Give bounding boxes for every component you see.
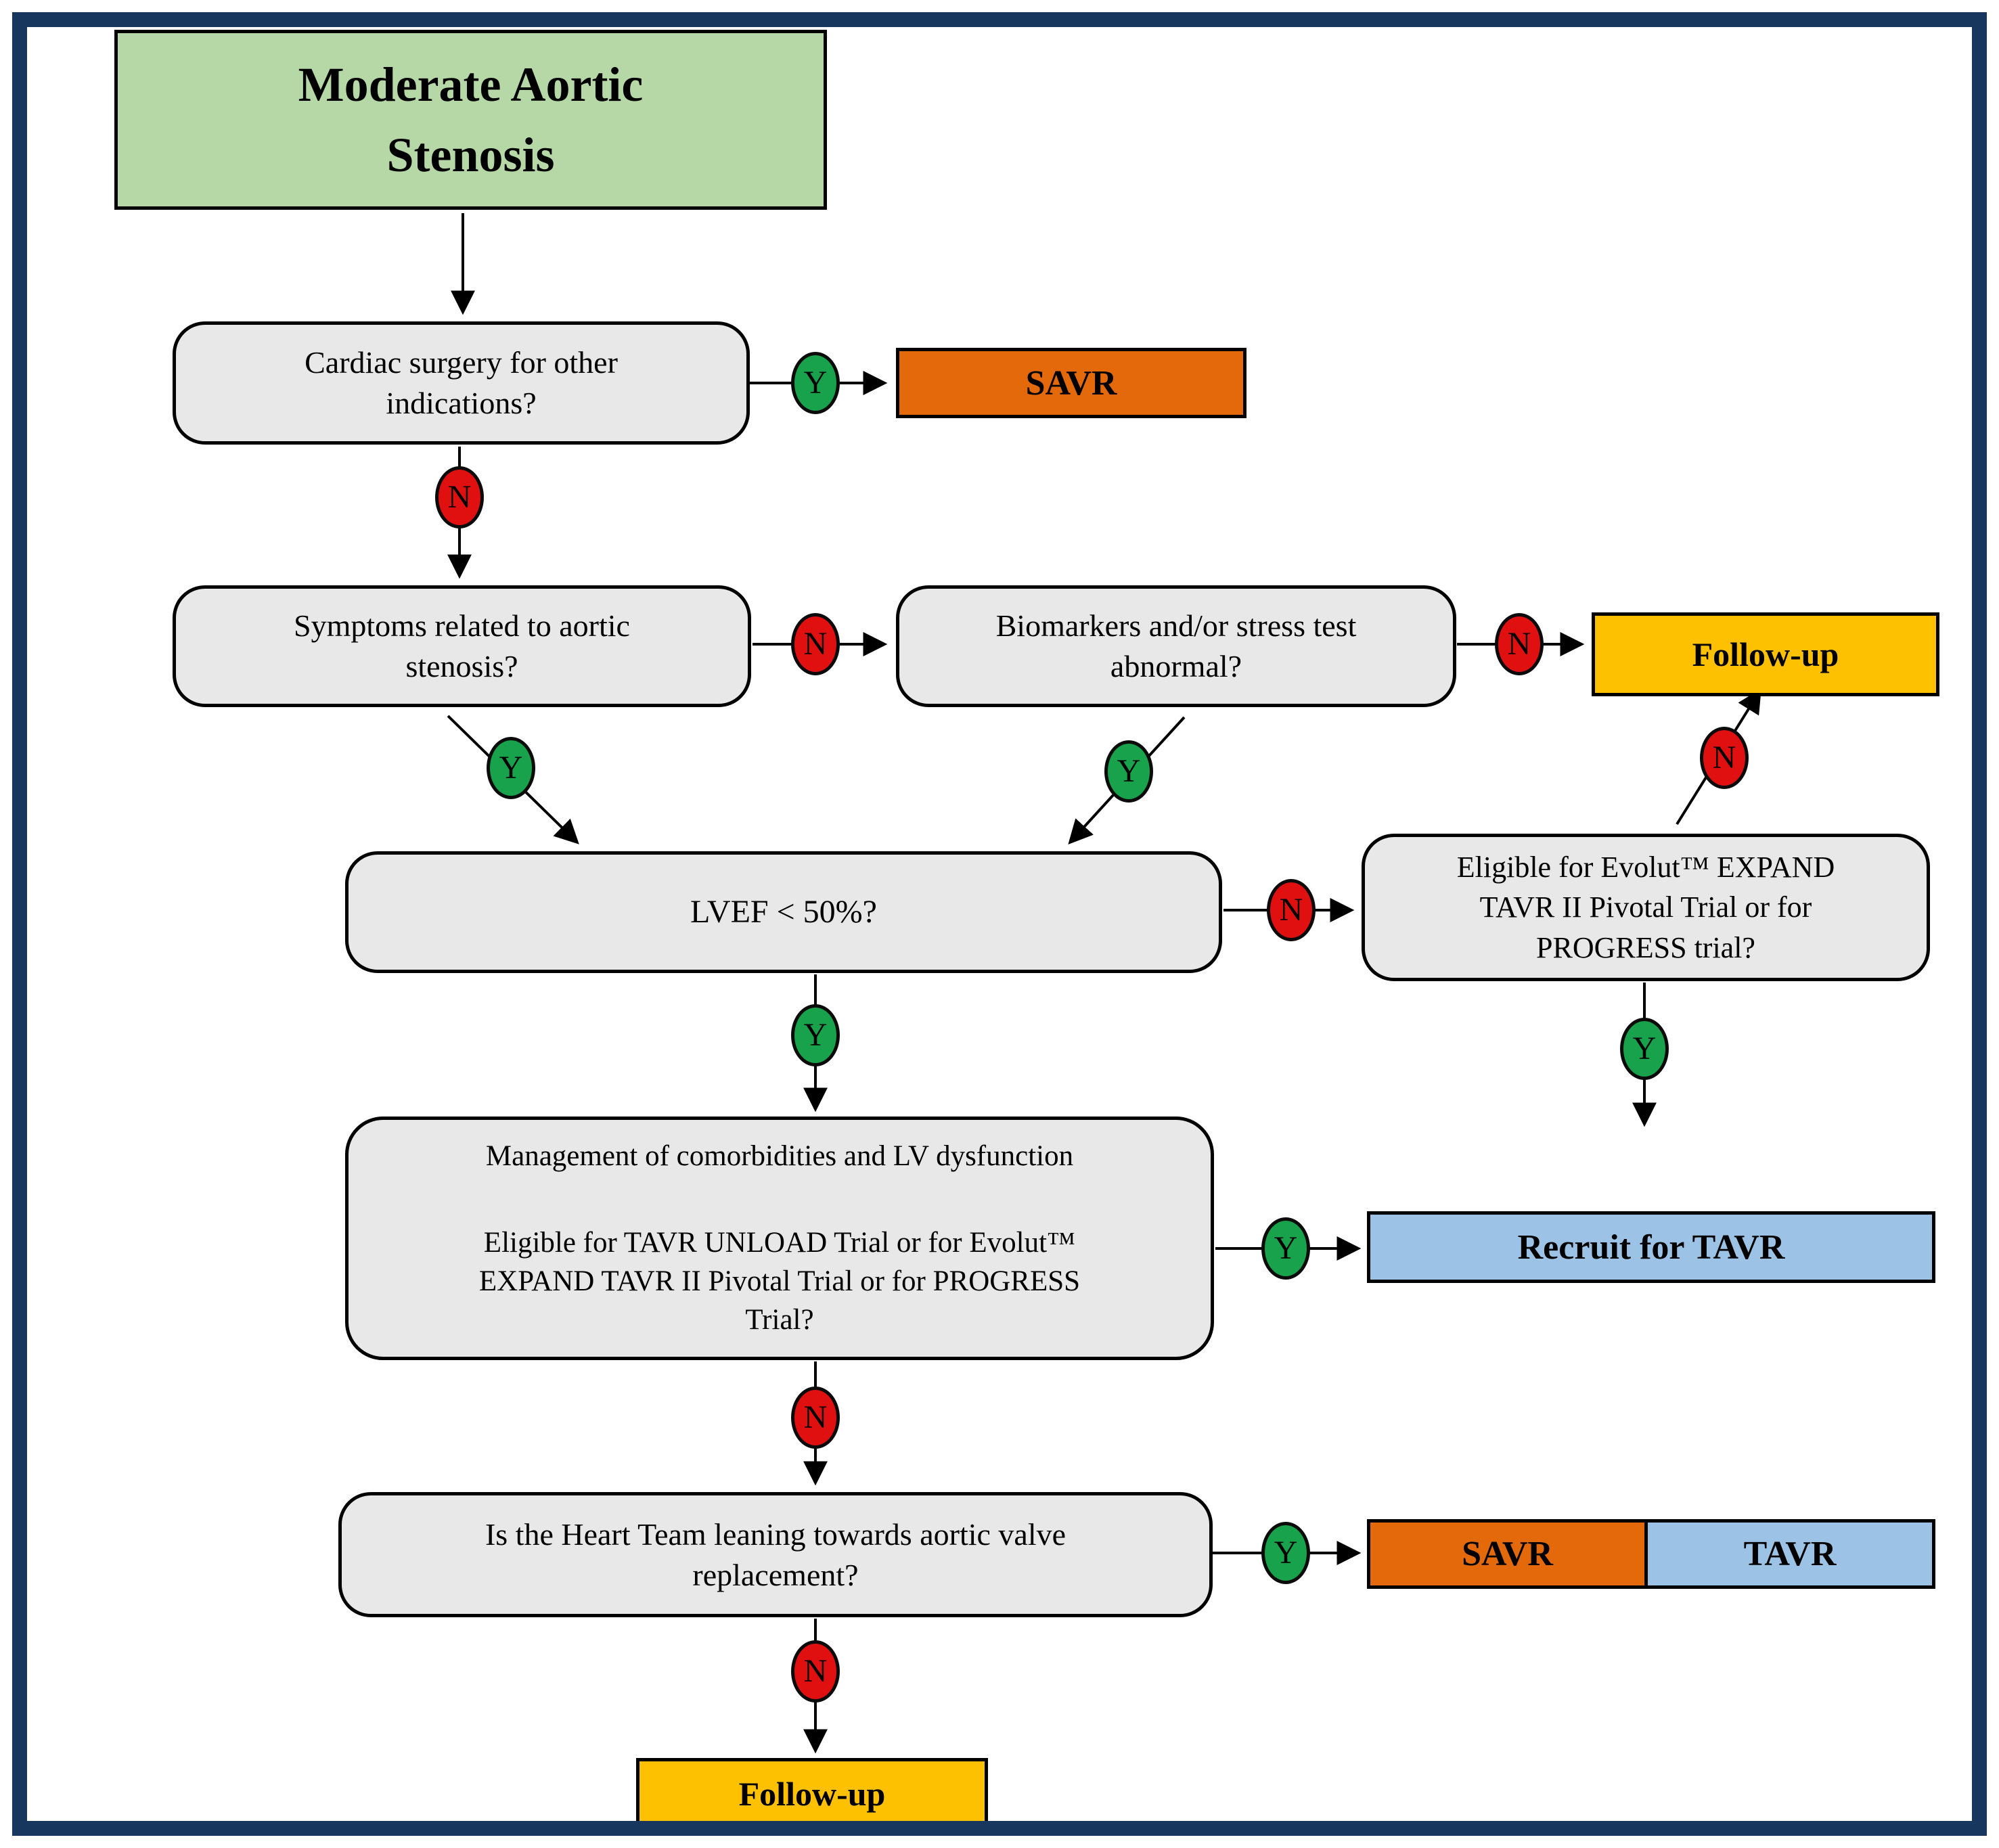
badge-label: Y [1117,753,1141,789]
badge-label: N [803,626,828,662]
question-text: Eligible for Evolut™ EXPAND [1456,850,1835,884]
badge-label: Y [1274,1230,1298,1266]
badge-label: N [1712,740,1736,775]
question-text: abnormal? [1110,649,1242,683]
question-text: Management of comorbidities and LV dysfu… [485,1140,1074,1172]
badge-label: Y [1274,1535,1298,1571]
question-text: Biomarkers and/or stress test [995,608,1357,644]
outcome-savr-top: SAVR [896,348,1246,418]
badge-label: N [803,1399,828,1435]
badge-label: Y [803,365,828,401]
badge-heart-no: N [791,1640,840,1703]
question-text: LVEF < 50%? [690,893,877,930]
badge-evolut-yes: Y [1620,1018,1669,1080]
badge-label: N [1507,626,1531,662]
outcome-followup-bottom: Follow-up [636,1758,988,1830]
title-line: Stenosis [386,128,555,182]
badge-management-yes: Y [1261,1217,1310,1280]
question-text: PROGRESS trial? [1536,930,1755,964]
question-text: Eligible for TAVR UNLOAD Trial or for Ev… [483,1227,1076,1259]
outcome-label: Follow-up [738,1775,886,1813]
question-text: stenosis? [405,649,518,683]
outcome-label: Recruit for TAVR [1517,1227,1785,1267]
badge-heart-yes: Y [1261,1522,1310,1584]
question-text: replacement? [692,1557,859,1592]
badge-lvef-yes: Y [791,1004,840,1066]
badge-biomarkers-no: N [1495,613,1544,675]
badge-biomarkers-yes: Y [1104,740,1153,803]
outcome-label: TAVR [1743,1535,1837,1573]
outcome-followup-top: Follow-up [1592,612,1939,696]
title-node: Moderate Aortic Stenosis [114,30,827,210]
question-text: Cardiac surgery for other [305,345,618,380]
outcome-savr-tavr: SAVR TAVR [1367,1519,1935,1589]
question-biomarkers: Biomarkers and/or stress test abnormal? [896,585,1456,707]
badge-cardiac-yes: Y [791,352,840,414]
title-line: Moderate Aortic [298,57,644,112]
question-cardiac-surgery: Cardiac surgery for other indications? [173,321,750,445]
outcome-savr-bottom: SAVR [1367,1519,1648,1589]
outcome-label: SAVR [1462,1535,1553,1573]
question-text: indications? [386,386,537,420]
badge-evolut-no: N [1700,727,1749,789]
question-symptoms: Symptoms related to aortic stenosis? [173,585,751,707]
question-text: TAVR II Pivotal Trial or for [1479,891,1812,924]
outcome-recruit-tavr: Recruit for TAVR [1367,1211,1935,1283]
badge-management-no: N [791,1387,840,1449]
question-text: EXPAND TAVR II Pivotal Trial or for PROG… [478,1265,1081,1297]
question-text: Is the Heart Team leaning towards aortic… [485,1516,1066,1552]
outcome-tavr-bottom: TAVR [1648,1519,1935,1589]
question-management-trials: Management of comorbidities and LV dysfu… [345,1117,1214,1360]
outcome-label: Follow-up [1692,635,1839,673]
question-evolut-trial: Eligible for Evolut™ EXPAND TAVR II Pivo… [1362,834,1930,981]
badge-lvef-no: N [1267,879,1316,941]
badge-symptoms-yes: Y [487,737,535,799]
outcome-label: SAVR [1025,363,1117,403]
badge-label: N [1279,892,1303,928]
badge-label: N [447,479,472,515]
badge-label: N [803,1653,828,1689]
badge-label: Y [499,750,523,786]
question-text: Trial? [745,1303,814,1336]
question-heart-team: Is the Heart Team leaning towards aortic… [338,1492,1213,1617]
badge-label: Y [1632,1031,1657,1066]
question-text: Symptoms related to aortic [294,608,630,644]
badge-symptoms-no: N [791,613,840,675]
badge-cardiac-no: N [435,466,484,528]
question-lvef: LVEF < 50%? [345,851,1222,973]
badge-label: Y [803,1017,828,1053]
